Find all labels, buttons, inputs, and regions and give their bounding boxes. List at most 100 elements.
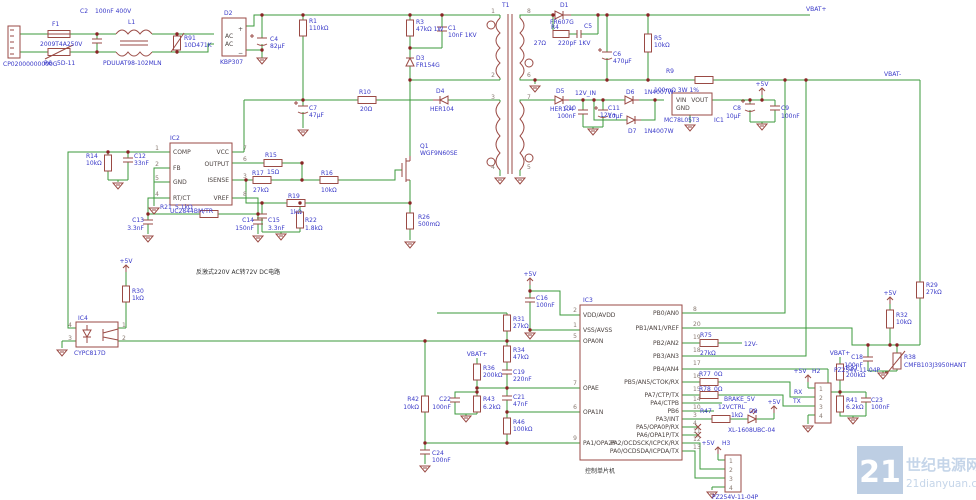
c18-ref-label: C18 [851, 354, 863, 361]
ic1-val-label: MC78L05T3 [664, 117, 700, 124]
resistor-r15 [263, 159, 283, 167]
resistor-r1 [299, 19, 307, 37]
net-tx-label: TX [792, 398, 801, 405]
watermark-logo-box [857, 446, 903, 494]
ic3-n3-label: 3 [693, 412, 697, 419]
r30-ref-label: R30 [132, 288, 144, 295]
r4-val-label: 27Ω [534, 40, 547, 47]
r75-val-label: 27kΩ [700, 350, 716, 357]
optocoupler-ic4-internals [82, 325, 119, 343]
ic3-n11-label: 11 [693, 428, 701, 435]
ic1-78l05-body [671, 92, 713, 116]
ic3-n19-label: 19 [693, 334, 701, 341]
ic2-n8-label: 8 [243, 191, 247, 198]
net-12vn-label: 12V- [744, 341, 758, 348]
r29-val-label: 27kΩ [926, 289, 942, 296]
c16-val-label: 100nF [536, 302, 555, 309]
r38-ref-label: R38 [904, 354, 916, 361]
r42-ref-label: R42 [407, 396, 419, 403]
diode-d7 [626, 115, 641, 125]
resistor-r41 [836, 395, 844, 413]
r41-ref-label: R41 [846, 397, 858, 404]
c9-val-label: 100nF [781, 113, 800, 120]
d6-ref-label: D6 [626, 89, 635, 96]
capacitor-c23 [861, 397, 871, 403]
d2-plus-label: + [238, 26, 243, 33]
resistor-r31 [503, 314, 511, 332]
ic2-pin-gnd-label: GND [173, 179, 187, 186]
d1-ref-label: D1 [560, 2, 569, 9]
r4-ref-label: R4 [551, 24, 559, 31]
d4-ref-label: D4 [436, 88, 445, 95]
r14-ref-label: R14 [86, 153, 98, 160]
c10-val-label: 100nF [557, 113, 576, 120]
resistor-r36 [473, 363, 481, 381]
thermistor-r38 [885, 350, 906, 373]
t1-ref-label: T1 [501, 2, 510, 9]
r26-val-label: 500mΩ [418, 221, 440, 228]
resistor-r3 [406, 19, 414, 37]
resistor-r77 [699, 378, 719, 386]
p5v-ic1-label: +5V [756, 81, 770, 88]
c5-ref-label: C5 [584, 23, 592, 30]
r6-val-label: 5D-11 [57, 60, 75, 67]
r5-ref-label: R5 [654, 35, 662, 42]
h3-n3-label: 3 [729, 476, 733, 483]
resistor-r16 [319, 176, 339, 184]
ic3-pin-pa2-label: PA2/OCDSCK/ICPCK/RX [610, 440, 679, 447]
varistor-r6 [44, 44, 74, 60]
resistor-r47 [711, 415, 731, 423]
ic3-pin-vss-label: VSS/AVSS [583, 327, 612, 334]
wires [20, 14, 921, 490]
c24-val-label: 100nF [432, 457, 451, 464]
ic3-n2-label: 2 [573, 307, 577, 314]
d8-ref-label: D8 [749, 408, 758, 415]
capacitor-c5 [576, 30, 582, 38]
ic3-pin-opae-label: OPAE [583, 385, 599, 392]
ic4-n2-label: 2 [122, 335, 126, 342]
h3-val-label: PZ254V-11-04P [712, 494, 759, 500]
ic4-n4-label: 4 [68, 322, 72, 329]
resistor-r29 [916, 281, 924, 299]
ic3-n7-label: 7 [573, 380, 577, 387]
ic2-n1-label: 1 [155, 145, 159, 152]
xl-val-label: XL-1608UBC-04 [728, 427, 775, 434]
h2-n2-label: 2 [819, 395, 823, 402]
r5-val-label: 10kΩ [654, 42, 670, 49]
ic2-pin-comp-label: COMP [173, 149, 191, 156]
r75-ref-label: R75 [700, 332, 712, 339]
r46-ref-label: R46 [513, 419, 525, 426]
ic3-n8-label: 8 [693, 306, 697, 313]
r47-ref-label: R47 [700, 408, 712, 415]
r19-ref-label: R19 [288, 193, 300, 200]
capacitor-c19 [502, 369, 512, 375]
resistor-r46 [503, 417, 511, 435]
resistor-r30 [122, 285, 130, 303]
c22-ref-label: C22 [439, 396, 451, 403]
r10-val-label: 20Ω [360, 106, 373, 113]
ic3-n18-label: 18 [693, 347, 701, 354]
ic3-n12-label: 12 [693, 436, 701, 443]
ic3-n5-label: 5 [573, 333, 577, 340]
resistor-r9 [694, 76, 714, 84]
ic3-n1-label: 1 [573, 322, 577, 329]
resistor-r14 [104, 154, 112, 172]
c7-ref-label: C7 [309, 105, 317, 112]
c6-val-label: 470µF [613, 58, 632, 65]
resistor-r37 [836, 363, 844, 381]
diode-d4 [433, 95, 449, 105]
ic3-pin-pa3-label: PA3/INT [656, 416, 679, 423]
r6-ref-label: R6 [44, 60, 52, 67]
net-12vctrl-label: 12VCTRL [718, 404, 746, 411]
ic3-pin-pb6-label: PB6 [667, 408, 679, 415]
net-brake-label: BRAKE_5V [724, 396, 756, 403]
r78-ref-label: R78 [699, 386, 711, 393]
t1-dot-sec1 [524, 58, 534, 68]
c10-ref-label: C10 [564, 105, 576, 112]
ic2-n2-label: 2 [155, 161, 159, 168]
c16-ref-label: C16 [536, 295, 548, 302]
r26-ref-label: R26 [418, 214, 430, 221]
h2-val-label: PZ254V-11-04P [834, 367, 881, 374]
r3-val-label: 47kΩ 1W [416, 26, 443, 33]
wires-secondary [519, 14, 921, 373]
